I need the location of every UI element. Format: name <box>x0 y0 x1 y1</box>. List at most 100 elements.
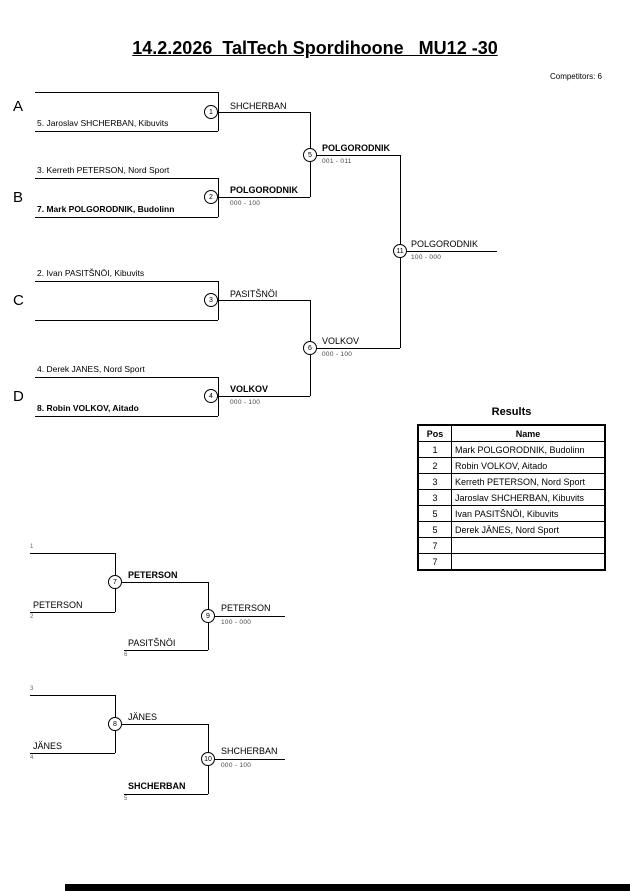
entry-polgorodnik: 7. Mark POLGORODNIK, Budolinn <box>37 204 175 214</box>
result-name: Robin VOLKOV, Aitado <box>451 457 606 474</box>
match-2-winner: POLGORODNIK <box>230 185 299 195</box>
r2-seed-bottom: 4 <box>30 755 34 761</box>
match-11-score: 100 - 000 <box>411 254 442 261</box>
result-pos: 2 <box>417 457 452 474</box>
r2-entry-janes: JÄNES <box>33 741 63 751</box>
line-r1-bottom <box>30 612 115 613</box>
match-10-score: 000 - 100 <box>221 762 252 769</box>
match-5-number: 5 <box>303 148 317 162</box>
results-header-row: Pos Name <box>417 424 606 442</box>
line-b-bottom <box>35 217 218 218</box>
match-7-winner: PETERSON <box>128 570 178 580</box>
result-name <box>451 537 606 554</box>
line-r2-top <box>30 695 115 696</box>
result-pos: 5 <box>417 521 452 538</box>
match-9-score: 100 - 000 <box>221 619 252 626</box>
result-name: Mark POLGORODNIK, Budolinn <box>451 441 606 458</box>
r1-entry-pasitsnoi: PASITŠNÖI <box>128 638 176 648</box>
line-m3-winner <box>218 300 310 301</box>
results-title: Results <box>491 406 532 418</box>
result-pos: 5 <box>417 505 452 522</box>
match-6-score: 000 - 100 <box>322 351 353 358</box>
result-pos: 7 <box>417 553 452 571</box>
line-r1-top <box>30 553 115 554</box>
page-title: 14.2.2026 TalTech Spordihoone MU12 -30 <box>132 38 498 58</box>
match-2-score: 000 - 100 <box>230 200 261 207</box>
line-c-top <box>35 281 218 282</box>
match-3-number: 3 <box>204 293 218 307</box>
entry-janes: 4. Derek JANES, Nord Sport <box>37 364 145 374</box>
match-9-number: 9 <box>201 609 215 623</box>
r2-entry-shcherban: SHCHERBAN <box>128 781 186 791</box>
r1-seed-bottom: 2 <box>30 614 34 620</box>
section-label-a: A <box>13 98 24 115</box>
result-pos: 1 <box>417 441 452 458</box>
line-a-join <box>218 92 219 131</box>
line-m9-winner <box>208 616 285 617</box>
match-7-number: 7 <box>108 575 122 589</box>
results-row: 7 <box>417 553 606 571</box>
result-name: Kerreth PETERSON, Nord Sport <box>451 473 606 490</box>
result-pos: 3 <box>417 489 452 506</box>
line-c-bottom <box>35 320 218 321</box>
entry-pasitsnoi: 2. Ivan PASITŠNÖI, Kibuvits <box>37 268 145 278</box>
line-m7-winner <box>115 582 208 583</box>
match-5-score: 001 - 011 <box>322 158 352 165</box>
r1-entry-peterson: PETERSON <box>33 600 83 610</box>
line-m6-winner <box>310 348 400 349</box>
section-label-b: B <box>13 189 24 206</box>
match-1-winner: SHCHERBAN <box>230 101 287 111</box>
page-edge-bar <box>65 884 630 891</box>
line-m5-winner <box>310 155 400 156</box>
competitors-count: Competitors: 6 <box>549 72 602 81</box>
line-b-top <box>35 178 218 179</box>
results-col-name: Name <box>451 424 606 442</box>
line-r2-loser <box>124 794 208 795</box>
match-3-winner: PASITŠNÖI <box>230 289 278 299</box>
match-10-winner: SHCHERBAN <box>221 746 278 756</box>
match-9-winner: PETERSON <box>221 603 271 613</box>
match-10-number: 10 <box>201 752 215 766</box>
match-6-winner: VOLKOV <box>322 336 360 346</box>
entry-volkov: 8. Robin VOLKOV, Aitado <box>37 403 139 413</box>
result-name <box>451 553 606 571</box>
match-4-score: 000 - 100 <box>230 399 261 406</box>
match-5-winner: POLGORODNIK <box>322 143 391 153</box>
line-d-bottom <box>35 416 218 417</box>
match-11-winner: POLGORODNIK <box>411 239 479 249</box>
line-m4-winner <box>218 396 310 397</box>
result-pos: 3 <box>417 473 452 490</box>
match-1-number: 1 <box>204 105 218 119</box>
line-a-top <box>35 92 218 93</box>
line-d-top <box>35 377 218 378</box>
result-pos: 7 <box>417 537 452 554</box>
results-col-pos: Pos <box>417 424 452 442</box>
match-8-number: 8 <box>108 717 122 731</box>
line-r2-bottom <box>30 753 115 754</box>
section-label-d: D <box>13 388 24 405</box>
line-m8-winner <box>115 724 208 725</box>
r2-seed-top: 3 <box>30 686 34 692</box>
results-row: 7 <box>417 537 606 554</box>
match-2-number: 2 <box>204 190 218 204</box>
r2-seed-loser: 5 <box>124 796 128 802</box>
line-m11-winner <box>400 251 497 252</box>
entry-peterson: 3. Kerreth PETERSON, Nord Sport <box>37 165 170 175</box>
result-name: Derek JÄNES, Nord Sport <box>451 521 606 538</box>
entry-shcherban: 5. Jaroslav SHCHERBAN, Kibuvits <box>37 118 169 128</box>
r1-seed-top: 1 <box>30 544 34 550</box>
match-8-winner: JÄNES <box>128 712 158 722</box>
result-name: Ivan PASITŠNÖI, Kibuvits <box>451 505 606 522</box>
section-label-c: C <box>13 292 24 309</box>
line-m2-winner <box>218 197 310 198</box>
match-4-winner: VOLKOV <box>230 384 269 394</box>
